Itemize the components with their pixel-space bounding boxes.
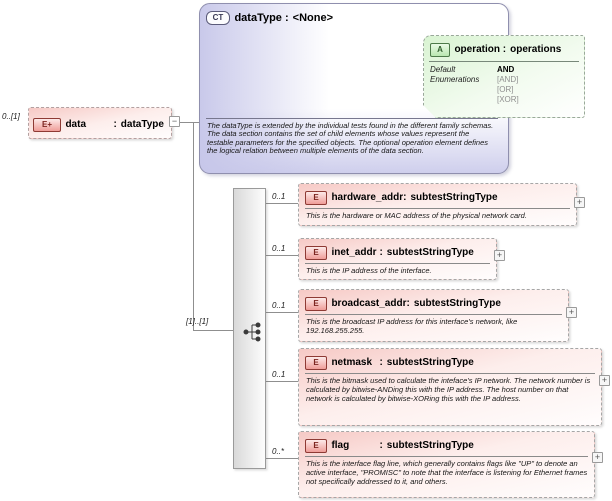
connector-line <box>193 122 194 331</box>
attribute-title: operation :operations <box>454 44 562 56</box>
cardinality-label-data: 0..[1] <box>2 112 20 121</box>
element-box-data[interactable]: E+ data:dataType <box>28 107 172 139</box>
cardinality-label-broadcast-addr: 0..1 <box>272 301 286 310</box>
cardinality-label-hardware-addr: 0..1 <box>272 192 286 201</box>
sequence-compositor-icon <box>243 322 261 342</box>
element-box-hardware-addr[interactable]: E hardware_addr:subtestStringType This i… <box>298 183 577 226</box>
connector-line <box>264 312 298 313</box>
element-title: netmask:subtestStringType <box>331 357 474 369</box>
element-documentation: This is the broadcast IP address for thi… <box>306 317 518 335</box>
divider <box>206 118 498 119</box>
cardinality-label-inet-addr: 0..1 <box>272 244 286 253</box>
element-icon: E <box>305 245 327 260</box>
connector-line <box>264 255 298 256</box>
element-documentation: This is the interface flag line, which g… <box>306 459 588 486</box>
sequence-compositor-bar[interactable] <box>233 188 266 469</box>
complex-type-box-datatype[interactable]: CT dataType :<None> A operation :operati… <box>199 3 509 174</box>
divider <box>305 456 588 457</box>
connector-line <box>264 203 298 204</box>
expand-toggle-inet-addr[interactable]: + <box>494 250 505 261</box>
expand-toggle-hardware-addr[interactable]: + <box>574 197 585 208</box>
complex-type-title: dataType :<None> <box>234 11 334 24</box>
connector-line <box>180 122 199 123</box>
element-documentation: This is the IP address of the interface. <box>306 266 432 275</box>
element-box-broadcast-addr[interactable]: E broadcast_addr:subtestStringType This … <box>298 289 569 342</box>
element-title: broadcast_addr:subtestStringType <box>331 298 501 310</box>
element-icon: E <box>305 355 327 370</box>
element-title: hardware_addr:subtestStringType <box>331 192 498 204</box>
enumeration-value: [AND] <box>497 75 519 84</box>
element-documentation: This is the bitmask used to calculate th… <box>306 376 591 403</box>
attribute-icon: A <box>430 43 450 57</box>
attribute-enumerations-row: Enumerations [AND] [OR] [XOR] <box>430 75 519 104</box>
connector-line <box>264 381 298 382</box>
cardinality-label-sequence: [1]..[1] <box>186 317 209 326</box>
complex-type-documentation: The dataType is extended by the individu… <box>207 121 494 155</box>
expand-toggle-flag[interactable]: + <box>592 452 603 463</box>
complex-type-icon: CT <box>206 10 230 25</box>
expand-toggle-netmask[interactable]: + <box>599 375 610 386</box>
cardinality-label-flag: 0..* <box>272 447 285 456</box>
element-box-netmask[interactable]: E netmask:subtestStringType This is the … <box>298 348 602 426</box>
cardinality-label-netmask: 0..1 <box>272 370 286 379</box>
element-title: inet_addr:subtestStringType <box>331 247 474 259</box>
enumeration-value: [XOR] <box>497 95 519 104</box>
divider <box>305 314 562 315</box>
element-icon: E <box>305 190 327 205</box>
divider <box>429 61 579 62</box>
element-icon: E <box>305 296 327 311</box>
divider <box>305 263 490 264</box>
collapse-toggle-data[interactable]: − <box>169 116 180 127</box>
element-title: flag:subtestStringType <box>331 440 474 452</box>
divider <box>305 373 595 374</box>
connector-line <box>264 458 298 459</box>
element-box-inet-addr[interactable]: E inet_addr:subtestStringType This is th… <box>298 238 497 280</box>
enumeration-value: [OR] <box>497 85 514 94</box>
element-global-icon: E+ <box>33 117 61 132</box>
element-box-flag[interactable]: E flag:subtestStringType This is the int… <box>298 431 595 498</box>
element-title: data:dataType <box>65 119 164 131</box>
divider <box>305 208 570 209</box>
element-icon: E <box>305 438 327 453</box>
expand-toggle-broadcast-addr[interactable]: + <box>566 307 577 318</box>
connector-line <box>193 330 233 331</box>
element-documentation: This is the hardware or MAC address of t… <box>306 211 527 220</box>
